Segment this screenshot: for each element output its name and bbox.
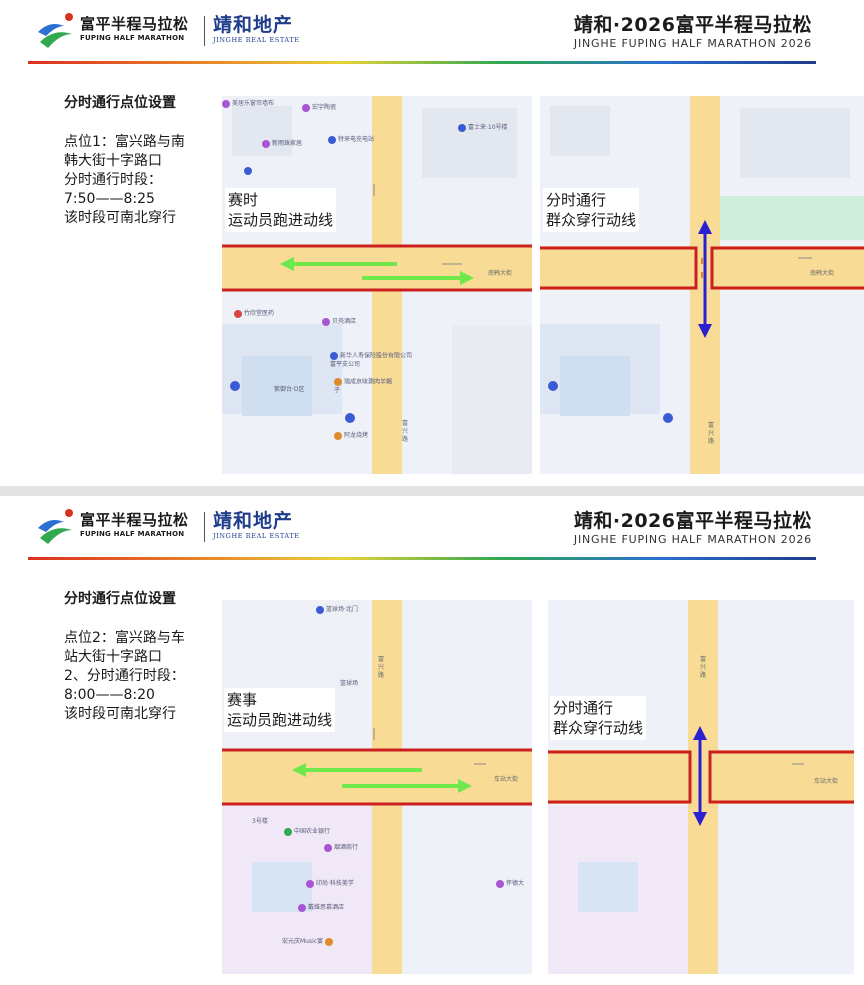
event-title: 靖和·2026富平半程马拉松 <box>573 14 812 36</box>
desc-line: 8:00——8:20 <box>64 687 155 703</box>
map-poi: 紫御台·D区 <box>274 386 305 393</box>
header-divider <box>204 16 205 46</box>
map-poi: 篮球场·北门 <box>316 604 358 614</box>
desc-line: 该时段可南北穿行 <box>64 210 176 226</box>
road-label: 富兴路 <box>402 420 409 443</box>
brand-block: 富平半程马拉松 FUPING HALF MARATHON <box>80 512 189 539</box>
runner-logo-icon <box>38 509 73 544</box>
map-poi: 瑞成京味涮肉羊蝎子 <box>334 378 393 394</box>
brand-name-en: FUPING HALF MARATHON <box>80 34 185 42</box>
partner-name-en: JINGHE REAL ESTATE <box>213 36 300 44</box>
map-caption: 赛事 运动员跑进动线 <box>224 688 336 732</box>
header-divider <box>204 512 205 542</box>
desc-line: 2、分时通行时段： <box>64 668 185 684</box>
partner-name: 靖和地产 <box>213 14 294 36</box>
map-poi: 新华人寿保险股份有限公司富平支公司 <box>330 352 413 368</box>
map-poi: 宏元庆Music宴 <box>282 936 335 946</box>
desc-line: 点位1：富兴路与南 <box>64 134 185 150</box>
header-gradient-rule <box>28 557 816 560</box>
point-description: 点位1：富兴路与南 韩大街十字路口 分时通行时段： 7:50——8:25 该时段… <box>64 133 214 228</box>
road-label: 富兴路 <box>378 656 385 679</box>
brand-name: 富平半程马拉松 <box>80 15 189 33</box>
map-base <box>540 96 864 474</box>
map-poi: 新雨珠家居 <box>262 138 302 148</box>
map-poi: 戴维思慕酒店 <box>298 902 344 912</box>
brand-name-en: FUPING HALF MARATHON <box>80 530 185 538</box>
road-label: 富兴路 <box>700 656 707 679</box>
map-base <box>548 600 854 974</box>
runner-logo-icon <box>38 13 73 48</box>
crossing-route-map: 南韩大街 富兴路 分时通行 群众穿行动线 <box>540 96 864 474</box>
desc-line: 分时通行时段： <box>64 172 162 188</box>
slide-header: 富平半程马拉松 FUPING HALF MARATHON 靖和地产 JINGHE… <box>0 496 864 560</box>
partner-block: 靖和地产 JINGHE REAL ESTATE <box>213 14 300 45</box>
point-description: 点位2：富兴路与车 站大街十字路口 2、分时通行时段： 8:00——8:20 该… <box>64 629 214 724</box>
map-poi: 贝壳酒店 <box>322 316 356 326</box>
brand-block: 富平半程马拉松 FUPING HALF MARATHON <box>80 16 189 43</box>
event-title-block: 靖和·2026富平半程马拉松 JINGHE FUPING HALF MARATH… <box>574 14 812 51</box>
desc-line: 韩大街十字路口 <box>64 153 162 169</box>
road-label: 南韩大街 <box>488 270 513 277</box>
road-label: 车站大街 <box>814 778 839 785</box>
map-poi: 篮球场 <box>340 680 359 687</box>
road-label: 南韩大街 <box>810 270 835 277</box>
map-poi: 特来电充电站 <box>328 134 374 144</box>
event-title: 靖和·2026富平半程马拉松 <box>573 510 812 532</box>
map-caption: 赛时 运动员跑进动线 <box>225 188 337 232</box>
slide-separator <box>0 486 864 496</box>
slide-header: 富平半程马拉松 FUPING HALF MARATHON 靖和地产 JINGHE… <box>0 0 864 64</box>
map-caption: 分时通行 群众穿行动线 <box>550 696 647 740</box>
map-poi: 3号楼 <box>252 818 268 825</box>
map-poi: 烟酒商行 <box>324 842 358 852</box>
event-title-block: 靖和·2026富平半程马拉松 JINGHE FUPING HALF MARATH… <box>574 510 812 547</box>
map-poi: 美居乐窗帘墙布 <box>222 98 274 108</box>
map-poi: 印尚·科技美学 <box>306 878 354 888</box>
partner-name-en: JINGHE REAL ESTATE <box>213 532 300 540</box>
slide-2: 富平半程马拉松 FUPING HALF MARATHON 靖和地产 JINGHE… <box>0 496 864 985</box>
section-title: 分时通行点位设置 <box>64 95 176 111</box>
map-poi: 中国农业银行 <box>284 826 330 836</box>
runner-route-map: 美居乐窗帘墙布 宏宇陶瓷 新雨珠家居 特来电充电站 富士来·10号楼 竹欣堂医药… <box>222 96 532 474</box>
desc-line: 7:50——8:25 <box>64 191 155 207</box>
road-label: 车站大街 <box>494 776 519 783</box>
map-base <box>222 96 532 474</box>
map-poi: 竹欣堂医药 <box>234 308 274 318</box>
desc-line: 点位2：富兴路与车 <box>64 630 185 646</box>
map-poi: 富士来·10号楼 <box>458 122 508 132</box>
crossing-route-map: 车站大街 富兴路 分时通行 群众穿行动线 <box>548 600 854 974</box>
slide-1: 富平半程马拉松 FUPING HALF MARATHON 靖和地产 JINGHE… <box>0 0 864 488</box>
partner-name: 靖和地产 <box>213 510 294 532</box>
map-poi: 阿龙烧烤 <box>334 430 368 440</box>
map-poi: 怀德大 <box>496 878 524 888</box>
brand-name: 富平半程马拉松 <box>80 511 189 529</box>
desc-line: 站大街十字路口 <box>64 649 162 665</box>
map-base <box>222 600 532 974</box>
event-title-en: JINGHE FUPING HALF MARATHON 2026 <box>573 37 812 50</box>
section-title: 分时通行点位设置 <box>64 591 176 607</box>
desc-line: 该时段可南北穿行 <box>64 706 176 722</box>
map-caption: 分时通行 群众穿行动线 <box>543 188 640 232</box>
road-label: 富兴路 <box>708 422 715 445</box>
event-title-en: JINGHE FUPING HALF MARATHON 2026 <box>573 533 812 546</box>
header-gradient-rule <box>28 61 816 64</box>
runner-route-map: 篮球场·北门 篮球场 3号楼 中国农业银行 烟酒商行 印尚·科技美学 戴维思慕酒… <box>222 600 532 974</box>
partner-block: 靖和地产 JINGHE REAL ESTATE <box>213 510 300 541</box>
map-poi: 宏宇陶瓷 <box>302 102 336 112</box>
